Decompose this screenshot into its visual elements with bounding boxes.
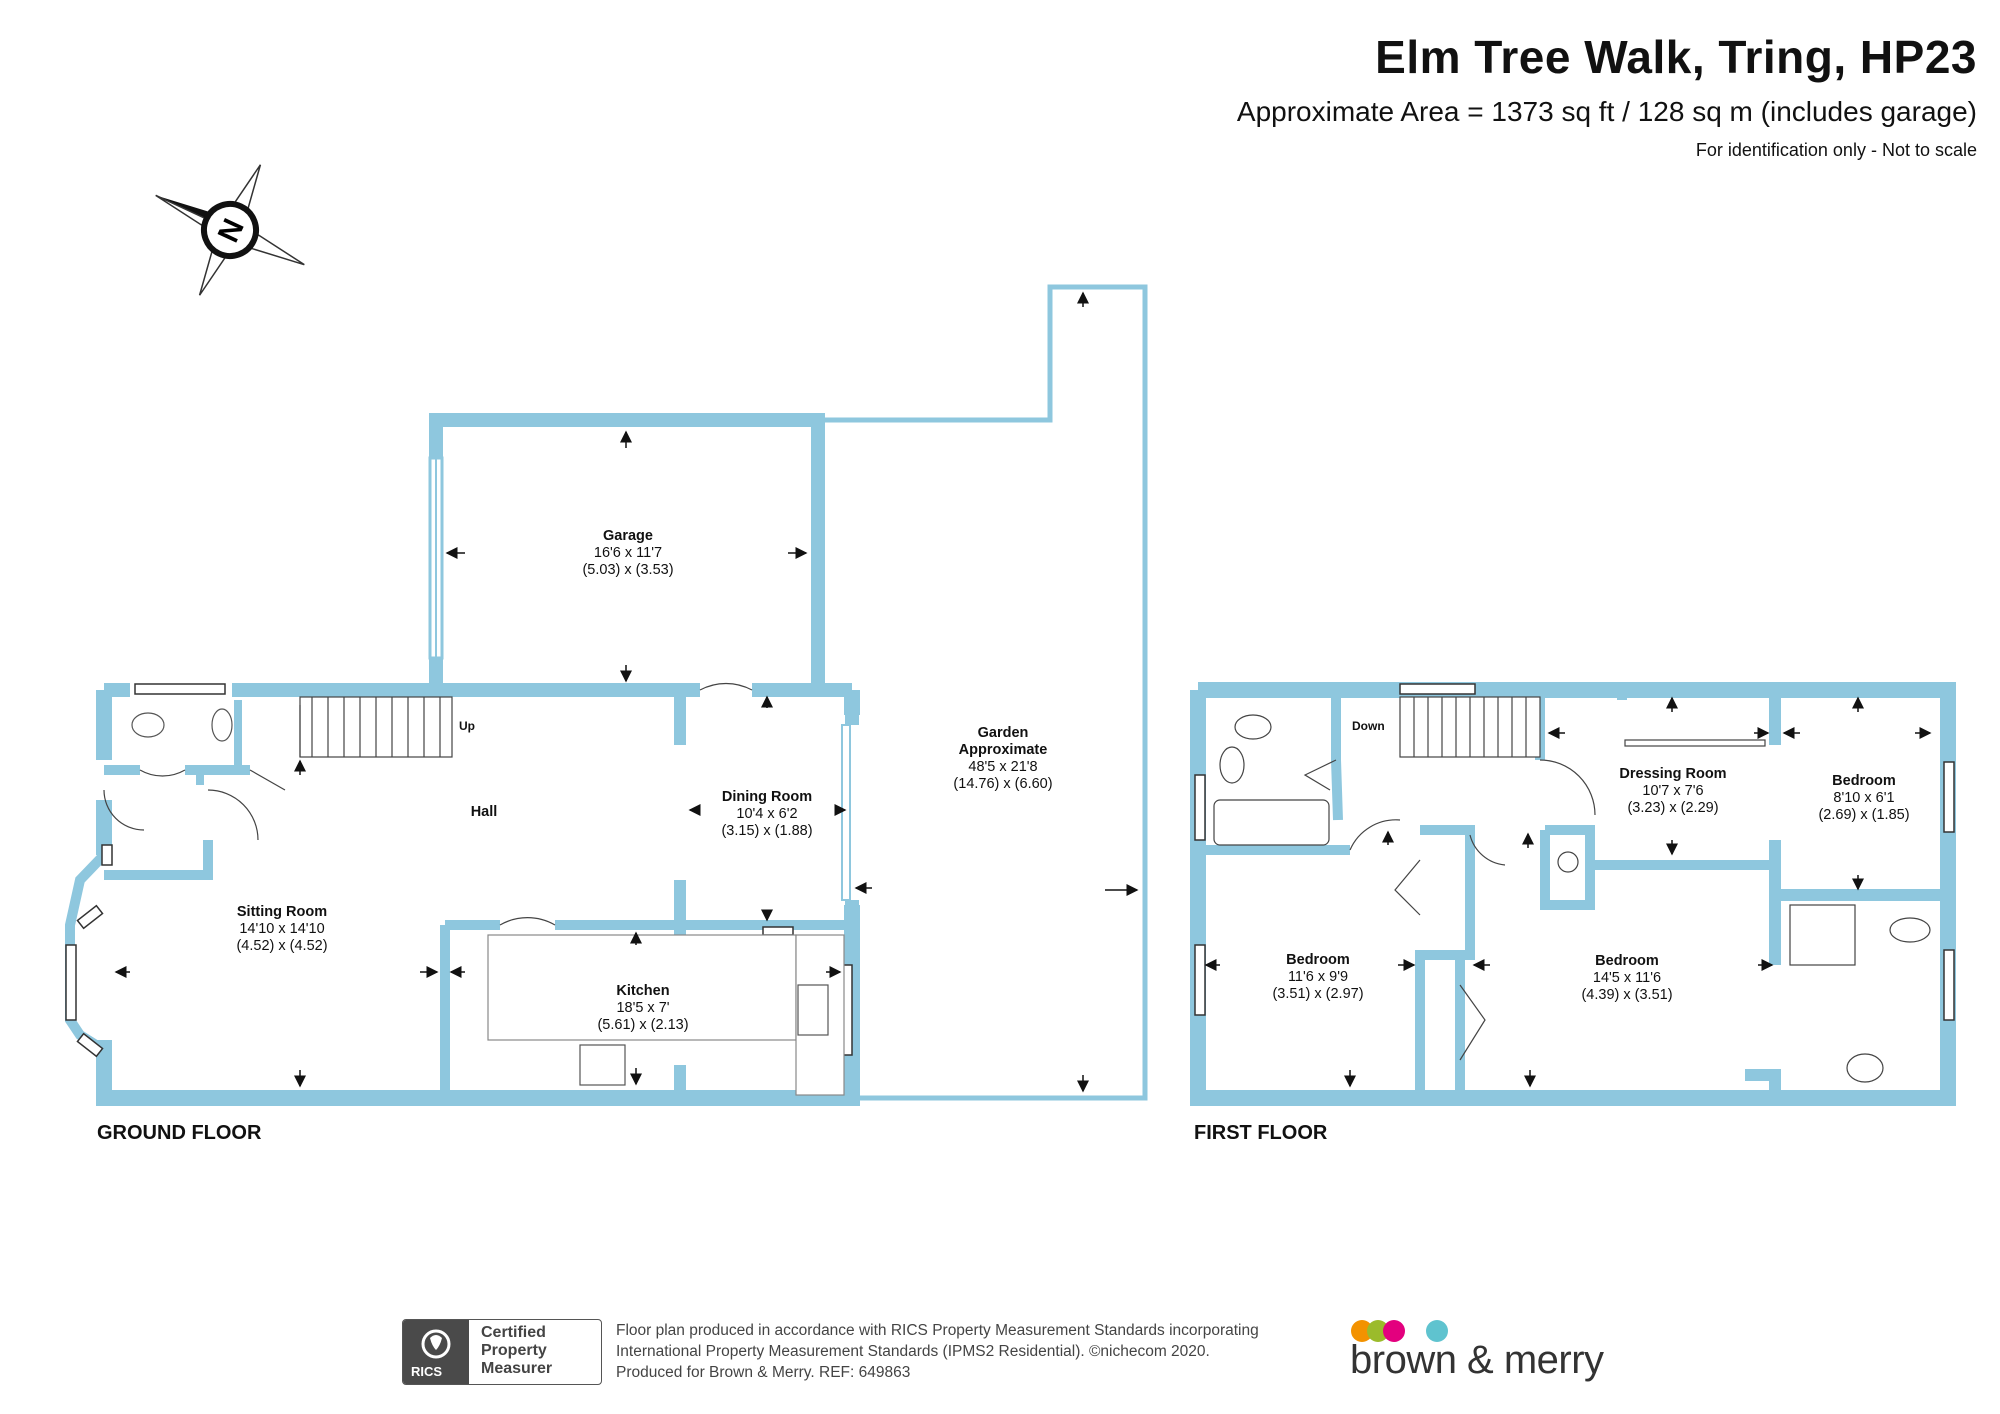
compass-icon: [155, 164, 305, 296]
stairs-down-label: Down: [1352, 719, 1385, 733]
first-window: [1943, 761, 1955, 833]
door-swing: [249, 769, 286, 791]
wc-basin: [211, 708, 233, 742]
garden-boundary: [818, 284, 1148, 1101]
room-label-garden: Garden Approximate 48'5 x 21'8 (14.76) x…: [953, 725, 1053, 792]
cylinder: [1557, 851, 1579, 873]
room-label-dressing: Dressing Room 10'7 x 7'6 (3.23) x (2.29): [1619, 766, 1727, 816]
footer-disclaimer: Floor plan produced in accordance with R…: [616, 1322, 1259, 1381]
sink: [797, 984, 829, 1036]
door-swing: [207, 789, 259, 841]
rics-logo: RICS: [403, 1320, 469, 1384]
door-swing: [1349, 819, 1401, 851]
dining-window: [841, 724, 851, 901]
room-label-dining: Dining Room 10'4 x 6'2 (3.15) x (1.88): [721, 789, 813, 839]
basin: [1219, 746, 1245, 784]
door-swing: [1539, 759, 1596, 816]
kitchen-counter: [487, 934, 797, 1041]
bay-window: [65, 944, 77, 1021]
dimension-arrows: [114, 291, 1932, 1093]
rics-badge: RICS Certified Property Measurer: [402, 1319, 602, 1385]
hall-window: [101, 844, 113, 866]
wardrobe-door: [1394, 859, 1421, 916]
bay-window: [76, 1032, 104, 1058]
door-swing: [699, 682, 753, 691]
shower: [1789, 904, 1856, 966]
ensuite-toilet: [1889, 917, 1931, 943]
room-label-bedroom-main: Bedroom 14'5 x 11'6 (4.39) x (3.51): [1581, 953, 1673, 1003]
wc-toilet: [131, 712, 165, 738]
scale-note: For identification only - Not to scale: [1695, 140, 1977, 160]
bay-window: [76, 904, 104, 930]
hall-sitting-wall: [104, 840, 213, 880]
first-window: [1943, 949, 1955, 1021]
brand-logo-text: brown & merry: [1350, 1338, 1604, 1382]
ground-stairs: [299, 696, 453, 758]
ground-wall-outer: [96, 690, 860, 1106]
stairs-up-label: Up: [459, 719, 475, 733]
kitchen-top-window: [762, 926, 794, 936]
room-label-sitting: Sitting Room 14'10 x 14'10 (4.52) x (4.5…: [236, 904, 328, 954]
first-floor-label: FIRST FLOOR: [1194, 1122, 1328, 1144]
door-swing: [499, 917, 556, 926]
room-label-hall: Hall: [470, 804, 498, 820]
room-label-garage: Garage 16'6 x 11'7 (5.03) x (3.53): [582, 528, 674, 578]
door-swing: [139, 769, 186, 777]
first-wall: [1331, 690, 1343, 821]
door-swing: [1469, 834, 1506, 866]
rics-lion-icon: [421, 1329, 451, 1359]
first-window: [1399, 683, 1476, 695]
wardrobe-door: [1459, 984, 1486, 1061]
first-wall: [1540, 825, 1595, 910]
ground-floor-label: GROUND FLOOR: [97, 1122, 262, 1144]
area-summary: Approximate Area = 1373 sq ft / 128 sq m…: [1236, 96, 1977, 127]
certified-text: Certified Property Measurer: [481, 1324, 553, 1377]
room-label-kitchen: Kitchen 18'5 x 7' (5.61) x (2.13): [597, 983, 689, 1033]
page-title: Elm Tree Walk, Tring, HP23: [1375, 31, 1977, 83]
brand-dots-icon: [1351, 1320, 1448, 1342]
bath: [1213, 799, 1330, 846]
room-label-bedroom-left: Bedroom 11'6 x 9'9 (3.51) x (2.97): [1272, 952, 1364, 1002]
toilet: [1234, 714, 1272, 740]
first-stairs: [1399, 696, 1541, 758]
door-swing: [1303, 759, 1337, 791]
first-wall: [1745, 1069, 1781, 1098]
first-wall: [1415, 825, 1475, 1098]
door-swing: [103, 789, 145, 831]
ensuite-basin: [1846, 1053, 1884, 1083]
room-label-bedroom-small: Bedroom 8'10 x 6'1 (2.69) x (1.85): [1818, 773, 1910, 823]
wc-window: [134, 683, 226, 695]
wardrobe-rail: [1624, 739, 1766, 747]
wc-partition: [196, 700, 242, 785]
hob: [579, 1044, 626, 1086]
first-window: [1194, 774, 1206, 841]
first-window: [1194, 944, 1206, 1016]
